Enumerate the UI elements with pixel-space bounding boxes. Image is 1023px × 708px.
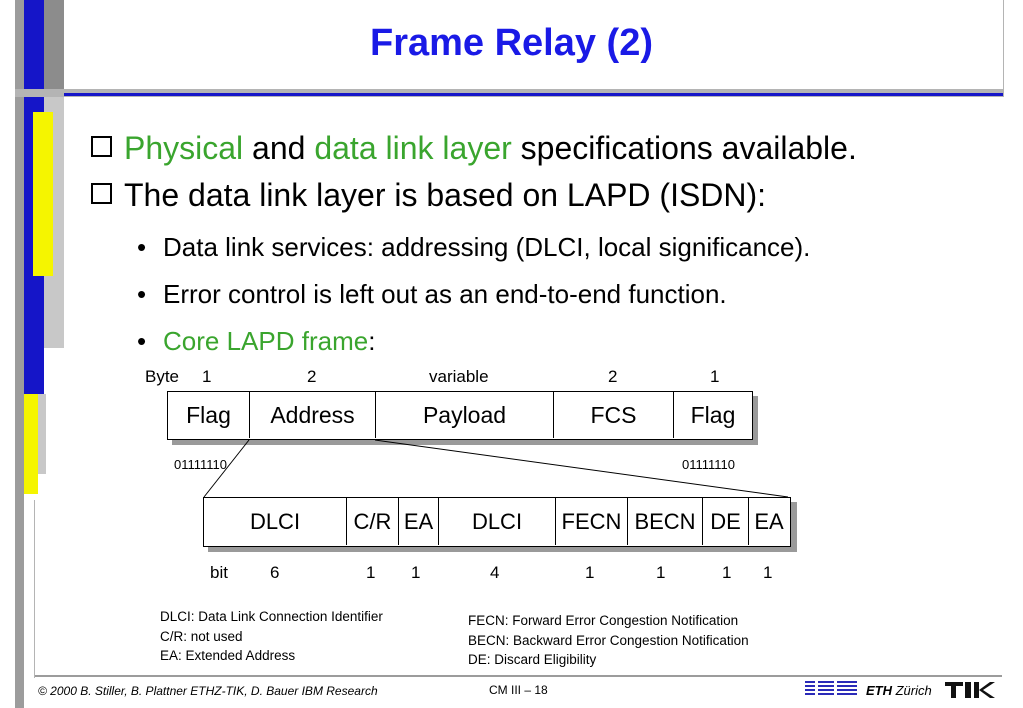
footer-left-vline (34, 500, 35, 678)
frame-field-address: Address (250, 392, 376, 438)
address-field: DLCI C/R EA DLCI FECN BECN DE EA (203, 497, 791, 547)
footer-copyright: © 2000 B. Stiller, B. Plattner ETHZ-TIK,… (38, 684, 378, 698)
eth-zurich-label: ETH Zürich (866, 683, 932, 698)
bit-size-cr: 1 (366, 563, 376, 582)
bullet-specifications: Physical and data link layer specificati… (91, 130, 857, 167)
byte-size-address: 2 (307, 367, 317, 386)
legend-de: DE: Discard Eligibility (468, 652, 597, 667)
byte-size-payload: variable (429, 367, 489, 386)
byte-label: Byte (145, 367, 180, 386)
legend-becn: BECN: Backward Error Congestion Notifica… (468, 632, 749, 648)
decor-gray-bar-top (15, 0, 24, 708)
subbullet-services: • Data link services: addressing (DLCI, l… (137, 232, 810, 263)
subbullet-text: Data link services: addressing (DLCI, lo… (163, 232, 811, 262)
legend-right: FECN: Forward Error Congestion Notificat… (468, 611, 749, 670)
bullet-text-and: and (243, 130, 315, 166)
addr-field-dlci-high: DLCI (204, 498, 347, 545)
bit-size-dlci-low: 4 (490, 563, 500, 582)
addr-field-fecn: FECN (556, 498, 628, 545)
legend-fecn: FECN: Forward Error Congestion Notificat… (468, 613, 739, 628)
bullet-lapd: The data link layer is based on LAPD (IS… (91, 177, 766, 214)
expansion-line-left (203, 439, 250, 498)
flag-bits-left: 01111110 (174, 457, 228, 472)
bullet-text-spec: specifications available. (511, 130, 857, 166)
addr-field-dlci-low: DLCI (439, 498, 556, 545)
square-bullet-icon (91, 136, 112, 157)
addr-field-de: DE (703, 498, 749, 545)
bit-size-ea2: 1 (763, 563, 773, 582)
page-title: Frame Relay (2) (369, 22, 653, 64)
legend-left: DLCI: Data Link Connection Identifier C/… (160, 607, 383, 666)
footer-rule (34, 675, 1002, 677)
subbullet-core-frame: • Core LAPD frame: (137, 326, 375, 357)
bullet-text-physical: Physical (124, 130, 244, 166)
legend-ea: EA: Extended Address (160, 648, 296, 663)
addr-field-ea2: EA (754, 508, 784, 534)
expansion-line-right (374, 439, 789, 498)
decor-gray-bar-low (38, 394, 46, 474)
flag-bits-right: 01111110 (682, 457, 736, 472)
frame-field-fcs: FCS (554, 392, 674, 438)
byte-size-fcs: 2 (608, 367, 618, 386)
ibm-logo-icon (805, 681, 857, 695)
tik-logo-icon (945, 682, 995, 698)
frame-field-flag: Flag (168, 392, 250, 438)
header-rule-blue (64, 93, 1004, 96)
bullet-text-dll: data link layer (314, 130, 512, 166)
eth-bold: ETH (866, 683, 892, 698)
frame-field-payload: Payload (376, 392, 554, 438)
subbullet-text-green: Core LAPD frame (163, 326, 369, 356)
subbullet-text: Error control is left out as an end-to-e… (163, 279, 727, 309)
addr-field-ea1: EA (399, 498, 439, 545)
dot-bullet-icon: • (137, 326, 147, 356)
addr-field-becn: BECN (628, 498, 703, 545)
lapd-frame: Flag Address Payload FCS Flag (167, 391, 753, 440)
bit-size-ea1: 1 (411, 563, 421, 582)
right-edge-line (1003, 0, 1004, 96)
dot-bullet-icon: • (137, 232, 147, 262)
addr-field-cr: C/R (347, 498, 399, 545)
eth-rest: Zürich (892, 683, 932, 698)
bit-size-fecn: 1 (585, 563, 595, 582)
legend-dlci: DLCI: Data Link Connection Identifier (160, 609, 383, 624)
bit-size-becn: 1 (656, 563, 666, 582)
decor-yellow-bar-2 (24, 394, 38, 494)
tik-logo (944, 679, 996, 701)
subbullet-error-control: • Error control is left out as an end-to-… (137, 279, 727, 310)
square-bullet-icon (91, 183, 112, 204)
bullet-text-lapd: The data link layer is based on LAPD (IS… (124, 177, 767, 213)
bit-label: bit (210, 563, 228, 582)
dot-bullet-icon: • (137, 279, 147, 309)
bit-size-dlci-high: 6 (270, 563, 280, 582)
legend-cr: C/R: not used (160, 628, 243, 644)
footer-page-number: CM III – 18 (489, 683, 548, 697)
subbullet-text-colon: : (368, 326, 376, 356)
byte-size-flag: 1 (202, 367, 212, 386)
decor-gray-bar-wide (44, 0, 64, 92)
frame-field-flag2: Flag (690, 401, 736, 428)
bit-size-de: 1 (722, 563, 732, 582)
ibm-logo (805, 680, 857, 698)
decor-yellow-bar-1 (33, 112, 53, 276)
byte-size-flag2: 1 (710, 367, 720, 386)
